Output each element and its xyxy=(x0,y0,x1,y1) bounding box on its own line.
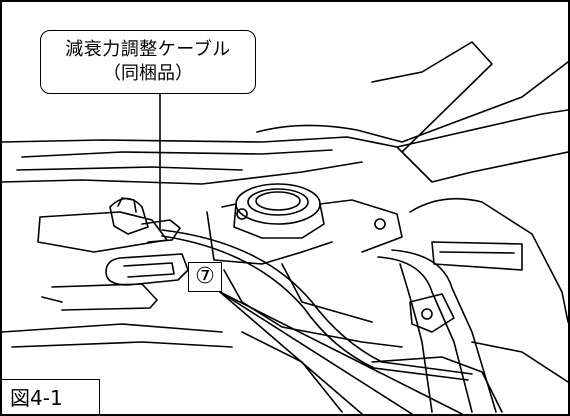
frame-line-body-top xyxy=(2,161,363,185)
frame-line-upper-left xyxy=(2,136,348,143)
shock-mount-body xyxy=(233,203,325,239)
frame-right-edge xyxy=(396,146,568,183)
frame-right-arch-2 xyxy=(346,109,568,148)
right-bolt xyxy=(421,308,433,320)
right-cover-plate xyxy=(431,241,523,271)
part-number-marker: ⑦ xyxy=(188,262,222,292)
callout-subtitle: （同梱品） xyxy=(103,63,193,84)
frame-right-arch xyxy=(256,61,568,143)
right-tube-2 xyxy=(391,249,497,413)
bolt-left xyxy=(236,208,248,220)
right-cover-outer xyxy=(409,197,568,323)
right-block xyxy=(409,293,455,333)
center-spar-side xyxy=(281,263,373,323)
center-spar-top xyxy=(206,211,333,265)
adjuster-cable-a xyxy=(161,229,473,375)
lower-left-frame xyxy=(2,323,223,333)
marker-leader-1 xyxy=(219,291,363,414)
callout-title: 減衰力調整ケーブル xyxy=(65,39,231,60)
shock-mount-core xyxy=(255,191,301,211)
right-tube-3 xyxy=(399,263,433,413)
center-spar-bottom xyxy=(223,269,403,348)
shock-mount-flange xyxy=(221,199,403,253)
frame-line-upper-left-2 xyxy=(21,149,333,158)
frame-diagonal xyxy=(371,41,493,153)
adjuster-knob-detail xyxy=(117,197,137,213)
hook-bracket-inner xyxy=(123,262,175,278)
frame-line-upper-left-3 xyxy=(16,166,243,171)
bracket-plate xyxy=(37,211,168,253)
marker-leader-2 xyxy=(219,291,413,414)
adjuster-cable-b xyxy=(161,235,469,381)
figure-label: 図4-1 xyxy=(2,379,100,414)
shock-mount-inner xyxy=(247,188,309,216)
right-bottom-shape xyxy=(371,356,503,413)
left-rail-2 xyxy=(41,296,63,303)
right-cover-plate-inner xyxy=(439,251,515,254)
bolt-right xyxy=(374,218,386,230)
adjuster-knob xyxy=(109,197,149,235)
cable-callout-box: 減衰力調整ケーブル （同梱品） xyxy=(40,30,256,94)
hook-bracket xyxy=(105,253,189,286)
left-rail xyxy=(51,283,158,311)
lower-left-frame-2 xyxy=(11,341,233,348)
lower-mid-frame xyxy=(241,331,343,413)
right-lower-edge xyxy=(471,341,568,383)
marker-leader-3 xyxy=(219,291,463,414)
right-tube-1 xyxy=(377,256,473,413)
